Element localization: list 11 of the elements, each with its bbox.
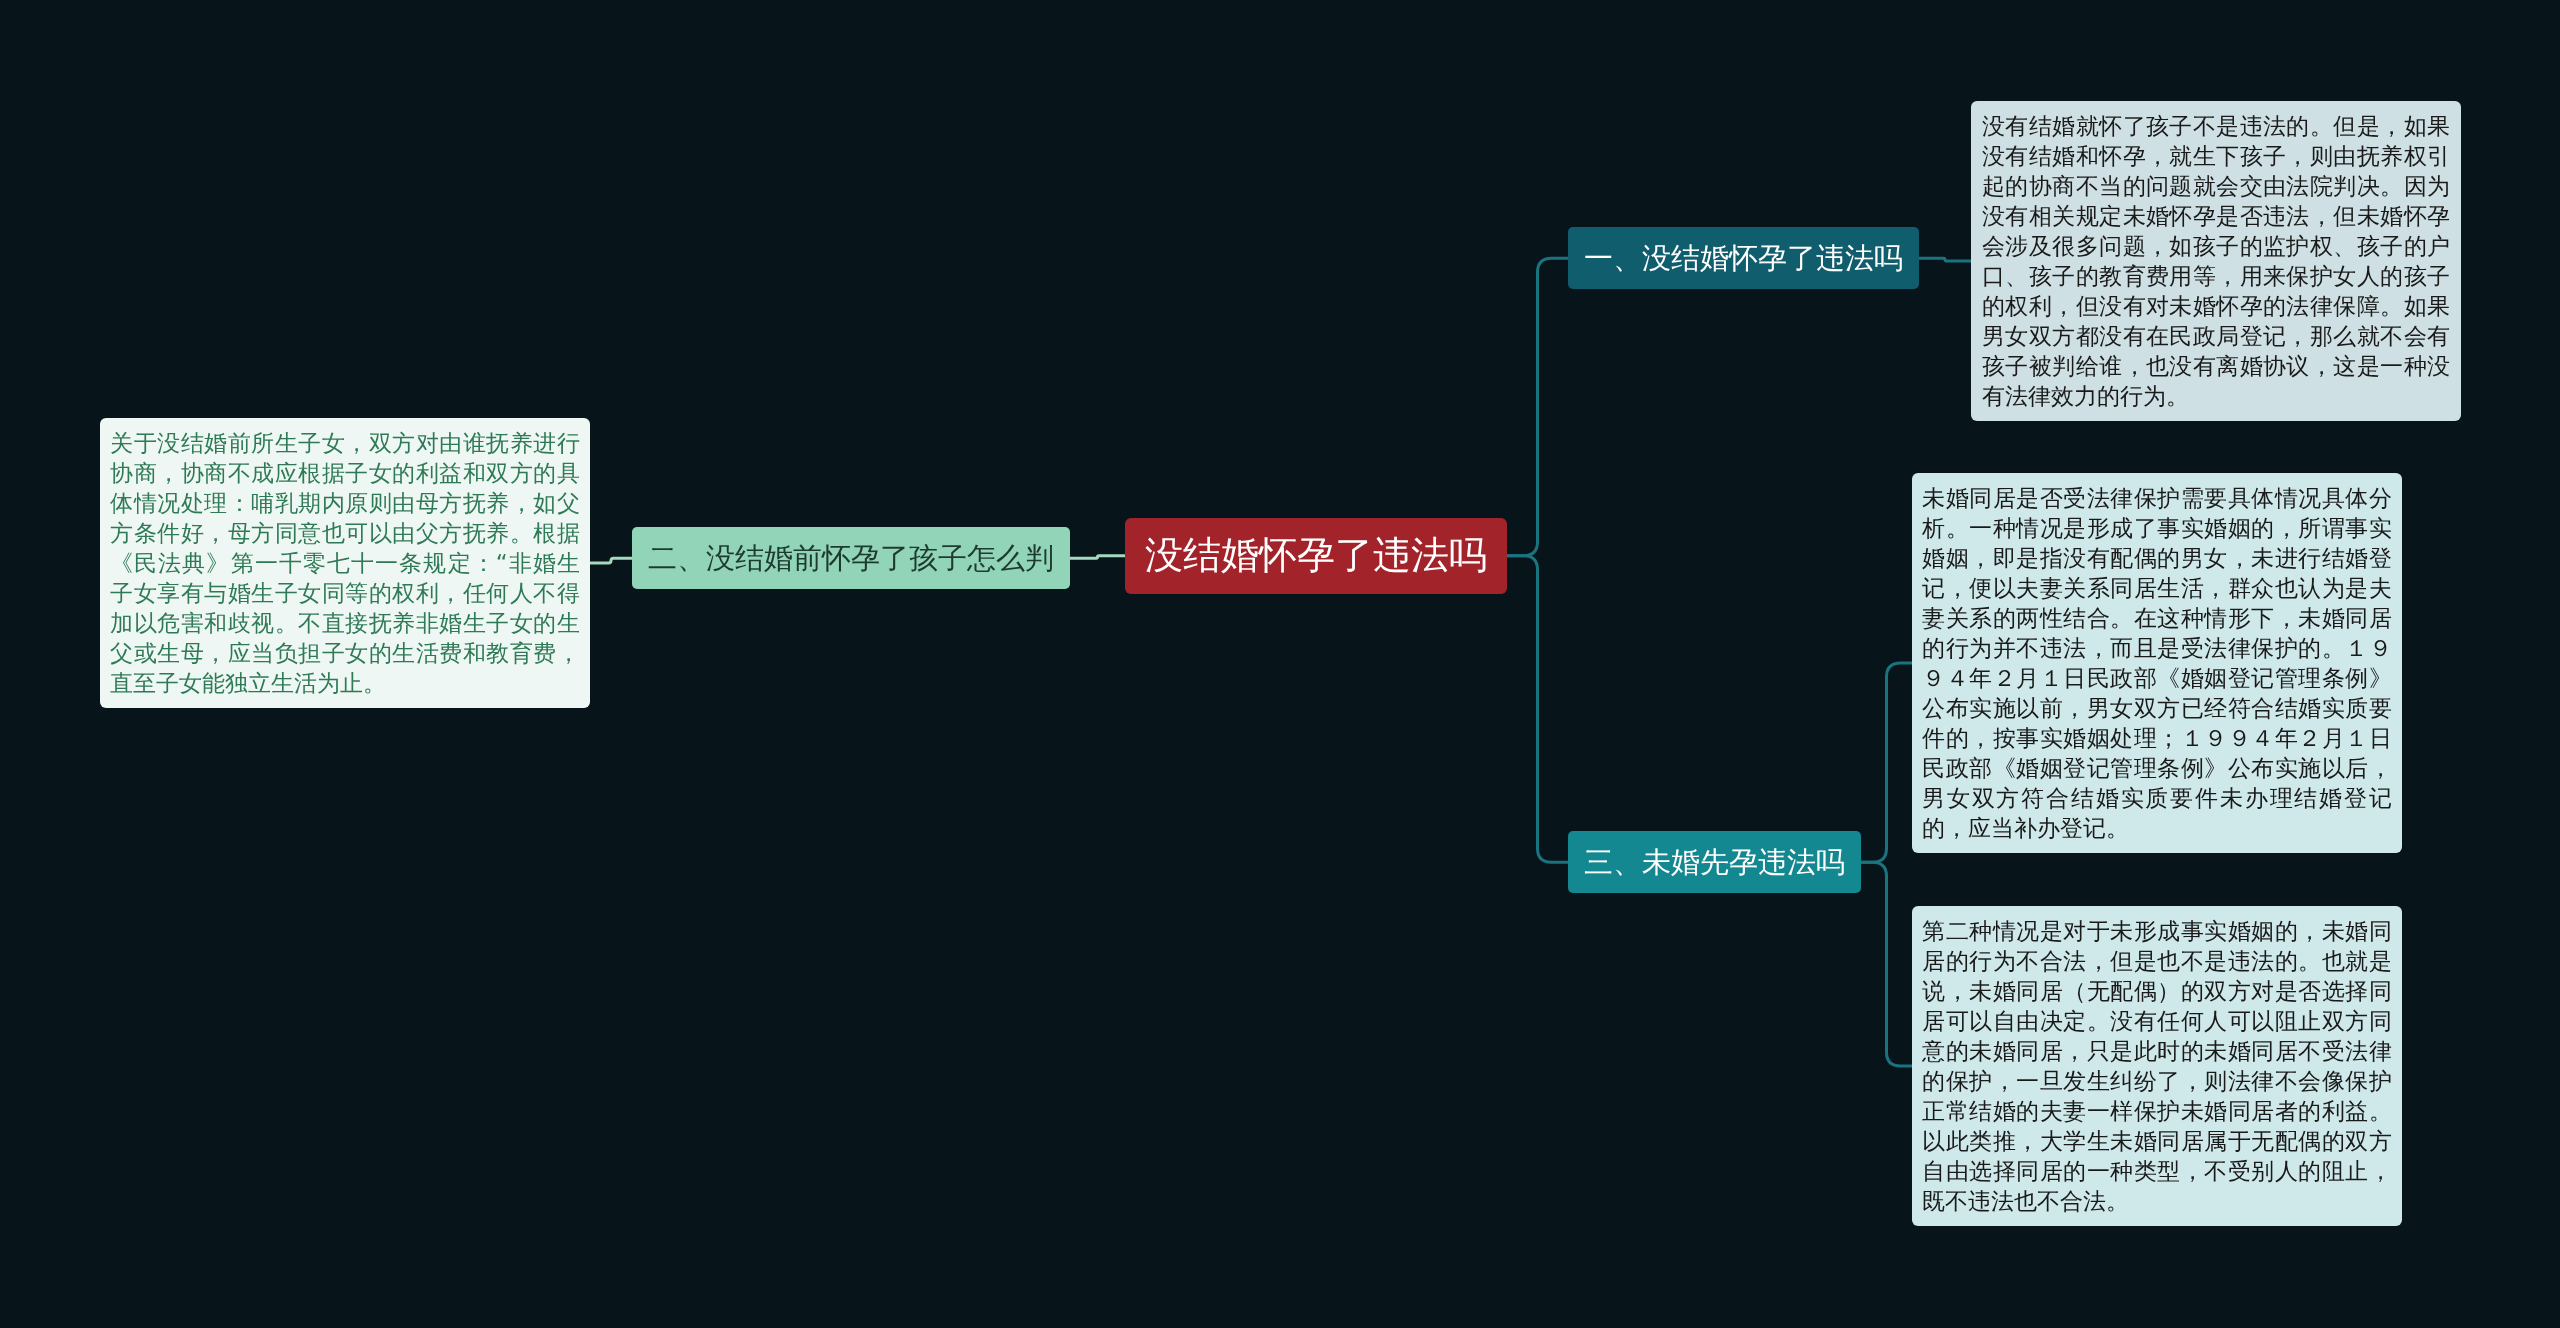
note-card: 没有结婚就怀了孩子不是违法的。但是，如果没有结婚和怀孕，就生下孩子，则由抚养权引起的协商不当的问题就会交由法院判决。因为没有相关规定未婚怀孕是否违法，但未婚怀孕会涉及很多问题，如孩子的监护权、孩子的户口、孩子的教育费用等，用来保护女人的孩子的权利，但没有对未婚怀孕的法律保障。如果男女双方都没有在民政局登记，那么就不会有孩子被判给谁，也没有离婚协议，这是一种没有法律效力的行为。 [1971, 101, 2461, 421]
branch-topic: 一、没结婚怀孕了违法吗 [1568, 227, 1919, 290]
central-topic: 没结婚怀孕了违法吗 [1125, 518, 1507, 594]
connector-line [1919, 256, 1971, 263]
note-card: 未婚同居是否受法律保护需要具体情况具体分析。一种情况是形成了事实婚姻的，所谓事实婚姻，即是指没有配偶的男女，未进行结婚登记，便以夫妻关系同居生活，群众也认为是夫妻关系的两性结合。在这种情形下，未婚同居的行为并不违法，而且是受法律保护的。１９９４年２月１日民政部《婚姻登记管理条例》公布实施以前，男女双方已经符合结婚实质要件的，按事实婚姻处理；１９９４年２月１日民政部《婚姻登记管理条例》公布实施以后，男女双方符合结婚实质要件未办理结婚登记的，应当补办登记。 [1912, 473, 2402, 853]
note-card: 第二种情况是对于未形成事实婚姻的，未婚同居的行为不合法，但是也不是违法的。也就是说，未婚同居（无配偶）的双方对是否选择同居可以自由决定。没有任何人可以阻止双方同意的未婚同居，只是此时的未婚同居不受法律的保护，一旦发生纠纷了，则法律不会像保护正常结婚的夫妻一样保护未婚同居者的利益。以此类推，大学生未婚同居属于无配偶的双方自由选择同居的一种类型，不受别人的阻止，既不违法也不合法。 [1912, 906, 2402, 1226]
connector-line [1070, 554, 1125, 560]
connector-line [590, 556, 632, 565]
branch-topic: 三、未婚先孕违法吗 [1568, 831, 1861, 894]
note-card: 关于没结婚前所生子女，双方对由谁抚养进行协商，协商不成应根据子女的利益和双方的具体情况处理：哺乳期内原则由母方抚养，如父方条件好，母方同意也可以由父方抚养。根据《民法典》第一千零七十一条规定：“非婚生子女享有与婚生子女同等的权利，任何人不得加以危害和歧视。不直接抚养非婚生子女的生父或生母，应当负担子女的生活费和教育费，直至子女能独立生活为止。 [100, 418, 590, 708]
branch-topic: 二、没结婚前怀孕了孩子怎么判 [632, 527, 1070, 590]
